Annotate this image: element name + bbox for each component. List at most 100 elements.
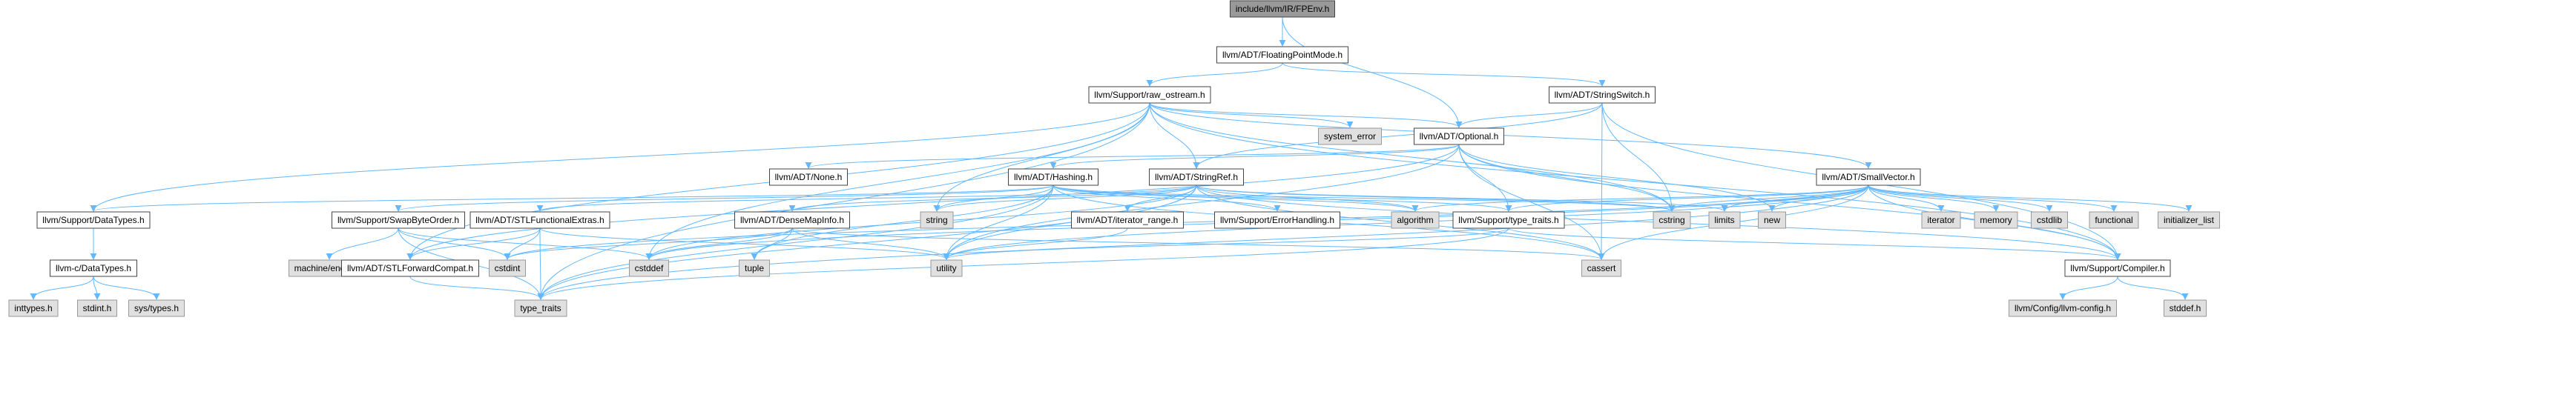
node-box (1230, 0, 1335, 18)
node-label: llvm/Support/type_traits.h (1458, 215, 1558, 225)
node-llvm-adt-hashing-h[interactable]: llvm/ADT/Hashing.h (1008, 168, 1098, 186)
edge-n5-n29 (406, 144, 1460, 260)
edge-n9-n19 (1668, 184, 1869, 212)
edge-n2-n10 (90, 102, 1150, 212)
node-llvm-adt-floatingpointmode-h[interactable]: llvm/ADT/FloatingPointMode.h (1216, 46, 1348, 64)
edge-n3-n8 (1193, 102, 1603, 169)
edge-n13-n30 (504, 227, 793, 260)
node-label: llvm/ADT/StringRef.h (1155, 172, 1238, 182)
node-box (629, 259, 669, 277)
node-box (1008, 168, 1098, 186)
node-llvm-adt-stringref-h[interactable]: llvm/ADT/StringRef.h (1149, 168, 1244, 186)
node-stddef-h: stddef.h (2164, 299, 2207, 317)
node-llvm-adt-densemapinfo-h[interactable]: llvm/ADT/DenseMapInfo.h (734, 211, 850, 229)
edge-n27-n38 (93, 276, 160, 300)
node-iterator: iterator (1921, 211, 1961, 229)
node-box (739, 259, 770, 277)
node-include-llvm-ir-fpenv-h[interactable]: include/llvm/IR/FPEnv.h (1230, 0, 1335, 18)
node-label: llvm/ADT/STLForwardCompat.h (347, 263, 473, 273)
node-label: inttypes.h (14, 303, 52, 313)
edge-n7-n10 (90, 184, 1054, 212)
node-box (77, 299, 117, 317)
edge-n7-n11 (395, 184, 1054, 212)
node-box (769, 168, 848, 186)
node-box (930, 259, 963, 277)
node-llvm-support-swapbyteorder-h[interactable]: llvm/Support/SwapByteOrder.h (332, 211, 465, 229)
node-label: system_error (1324, 131, 1376, 142)
edge-n9-n25 (1868, 184, 2118, 212)
node-box (1653, 211, 1691, 229)
node-llvm-adt-none-h[interactable]: llvm/ADT/None.h (769, 168, 848, 186)
edge-n5-n33 (943, 144, 1460, 260)
node-tuple: tuple (739, 259, 770, 277)
node-label: limits (1714, 215, 1734, 225)
node-cstdint: cstdint (489, 259, 526, 277)
node-functional: functional (2089, 211, 2139, 229)
edge-n2-n4 (1149, 102, 1354, 128)
node-box (2064, 259, 2171, 277)
node-box (1452, 211, 1565, 229)
edge-n16-n33 (943, 227, 1509, 260)
node-label: utility (936, 263, 956, 273)
node-box (2089, 211, 2139, 229)
node-type-traits: type_traits (514, 299, 567, 317)
edge-n11-n30 (398, 227, 511, 260)
node-box (2031, 211, 2068, 229)
node-llvm-support-compiler-h[interactable]: llvm/Support/Compiler.h (2064, 259, 2171, 277)
edge-n9-n16 (1505, 184, 1869, 212)
edge-n2-n5 (1149, 102, 1463, 128)
node-box (1318, 127, 1382, 145)
node-llvm-support-raw-ostream-h[interactable]: llvm/Support/raw_ostream.h (1088, 86, 1211, 104)
node-label: memory (1980, 215, 2012, 225)
node-label: llvm/Support/DataTypes.h (42, 215, 144, 225)
node-sys-types-h: sys/types.h (128, 299, 185, 317)
edge-n8-n20 (1196, 184, 1728, 212)
edge-n9-n24 (1868, 184, 2053, 212)
edge-n7-n32 (751, 184, 1054, 260)
node-box (1708, 211, 1741, 229)
edge-n5-n7 (1050, 144, 1460, 169)
node-label: llvm/Config/llvm-config.h (2015, 303, 2111, 313)
node-box (332, 211, 465, 229)
node-llvm-adt-optional-h[interactable]: llvm/ADT/Optional.h (1414, 127, 1504, 145)
edge-n9-n23 (1868, 184, 2000, 212)
edge-n5-n6 (805, 144, 1460, 169)
node-label: iterator (1927, 215, 1954, 225)
node-llvm-support-datatypes-h[interactable]: llvm/Support/DataTypes.h (36, 211, 151, 229)
node-label: cstdlib (2037, 215, 2062, 225)
node-memory: memory (1974, 211, 2018, 229)
node-label: cstddef (635, 263, 664, 273)
node-string: string (920, 211, 954, 229)
node-label: llvm/ADT/StringSwitch.h (1555, 90, 1650, 100)
node-llvm-adt-stringswitch-h[interactable]: llvm/ADT/StringSwitch.h (1549, 86, 1656, 104)
node-box (341, 259, 479, 277)
node-box (1549, 86, 1656, 104)
node-box (8, 299, 59, 317)
node-llvm-c-datatypes-h[interactable]: llvm-c/DataTypes.h (50, 259, 137, 277)
node-llvm-adt-stlfunctionalextras-h[interactable]: llvm/ADT/STLFunctionalExtras.h (470, 211, 610, 229)
edge-n27-n37 (93, 276, 101, 300)
node-label: llvm/ADT/iterator_range.h (1077, 215, 1179, 225)
node-label: algorithm (1397, 215, 1433, 225)
edge-n9-n21 (1768, 184, 1869, 212)
edge-n2-n31 (645, 102, 1150, 260)
node-cstdlib: cstdlib (2031, 211, 2068, 229)
node-llvm-adt-iterator-range-h[interactable]: llvm/ADT/iterator_range.h (1071, 211, 1184, 229)
node-llvm-adt-smallvector-h[interactable]: llvm/ADT/SmallVector.h (1816, 168, 1921, 186)
node-box (1581, 259, 1621, 277)
node-cstring: cstring (1653, 211, 1691, 229)
edge-n12-n39 (537, 227, 544, 300)
node-label: llvm/Support/Compiler.h (2070, 263, 2164, 273)
node-box (1974, 211, 2018, 229)
edge-n12-n33 (539, 227, 950, 260)
node-box (1414, 127, 1504, 145)
edge-n9-n30 (504, 184, 1869, 260)
node-box (1071, 211, 1184, 229)
node-box (2009, 299, 2117, 317)
node-llvm-support-type-traits-h[interactable]: llvm/Support/type_traits.h (1452, 211, 1565, 229)
node-llvm-support-errorhandling-h[interactable]: llvm/Support/ErrorHandling.h (1214, 211, 1340, 229)
node-box (2164, 299, 2207, 317)
node-label: cstdint (495, 263, 521, 273)
node-llvm-adt-stlforwardcompat-h[interactable]: llvm/ADT/STLForwardCompat.h (341, 259, 479, 277)
edges-layer (30, 16, 2193, 300)
